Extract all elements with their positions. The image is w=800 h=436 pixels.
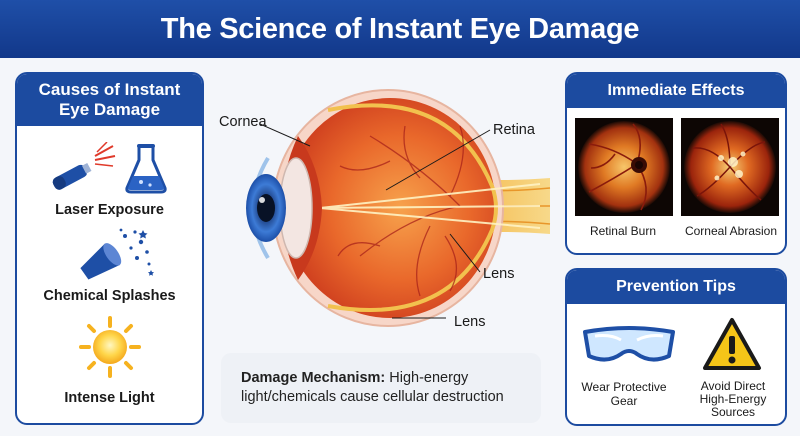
page-title: The Science of Instant Eye Damage [160, 12, 640, 45]
cause-label-light: Intense Light [64, 390, 155, 406]
sun-icon [79, 316, 141, 378]
prevention-label-protective-gear: Wear Protective Gear [581, 380, 667, 408]
label-lens-lower: Lens [454, 314, 486, 330]
cause-label-laser: Laser Exposure [55, 202, 164, 218]
cause-label-chemical: Chemical Splashes [43, 288, 176, 304]
label-lens-upper: Lens [483, 266, 515, 282]
mechanism-label: Damage Mechanism: [241, 370, 386, 386]
effect-label-corneal-abrasion: Corneal Abrasion [684, 224, 778, 238]
effects-heading: Immediate Effects [567, 74, 785, 108]
safety-goggles-icon [583, 326, 675, 362]
effects-panel: Immediate Effects [565, 72, 787, 255]
mechanism-text: High-energy light/chemicals cause cellul… [241, 370, 504, 405]
causes-panel: Causes of Instant Eye Damage Laser Expos… [15, 72, 204, 425]
prevention-label-avoid-sources: Avoid Direct High-Energy Sources [699, 379, 767, 419]
prevention-heading: Prevention Tips [567, 270, 785, 304]
retina-layer [327, 103, 498, 312]
damage-mechanism-box: Damage Mechanism: High-energy light/chem… [221, 353, 541, 423]
label-cornea: Cornea [219, 114, 267, 130]
prevention-panel: Prevention Tips Wear Protective Gear Avo… [565, 268, 787, 426]
laser-pointer-icon [52, 142, 116, 190]
title-banner: The Science of Instant Eye Damage [0, 0, 800, 58]
effect-label-retinal-burn: Retinal Burn [589, 224, 657, 238]
retinal-burn-image [575, 118, 673, 216]
chemical-splash-icon [80, 228, 154, 280]
causes-heading: Causes of Instant Eye Damage [17, 74, 202, 126]
corneal-abrasion-image [681, 118, 779, 216]
flask-icon [125, 144, 167, 194]
warning-sign-icon [703, 318, 761, 370]
label-retina: Retina [493, 122, 535, 138]
eye-cross-section-diagram [246, 89, 551, 327]
